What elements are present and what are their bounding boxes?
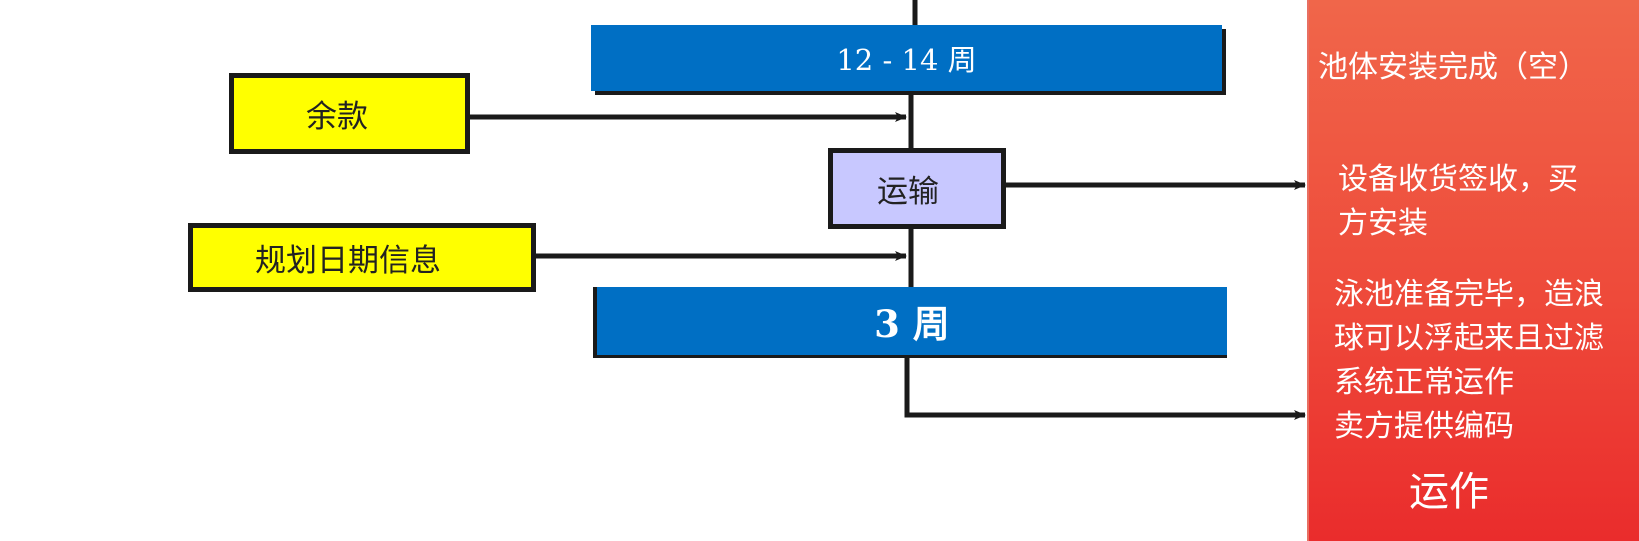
planning-date-info-box: 规划日期信息 <box>188 223 536 292</box>
milestone-panel: 池体安装完成（空） 设备收货签收，买 方安装 泳池准备完毕，造浪 球可以浮起来且… <box>1307 0 1639 541</box>
milestone-pool-ready: 泳池准备完毕，造浪 球可以浮起来且过滤 系统正常运作 卖方提供编码 <box>1334 277 1604 444</box>
arrow-bottom-bar-to-panel <box>904 355 1306 420</box>
milestone-operation: 运作 <box>1409 469 1489 515</box>
milestone-pool-installed: 池体安装完成（空） <box>1318 50 1588 85</box>
duration-bar-3-weeks: 3 周 <box>593 287 1227 358</box>
transport-step-label: 运输 <box>877 174 939 210</box>
duration-bar-top-label: 12 - 14 周 <box>836 43 977 77</box>
balance-payment-label: 余款 <box>306 99 368 135</box>
milestone-equipment-receipt: 设备收货签收，买 方安装 <box>1338 162 1578 241</box>
duration-bar-12-14-weeks: 12 - 14 周 <box>591 25 1222 91</box>
balance-payment-box: 余款 <box>229 73 470 154</box>
duration-bar-bottom-label: 3 周 <box>874 302 950 346</box>
planning-date-info-label: 规划日期信息 <box>255 243 441 279</box>
transport-step-box: 运输 <box>828 148 1006 229</box>
